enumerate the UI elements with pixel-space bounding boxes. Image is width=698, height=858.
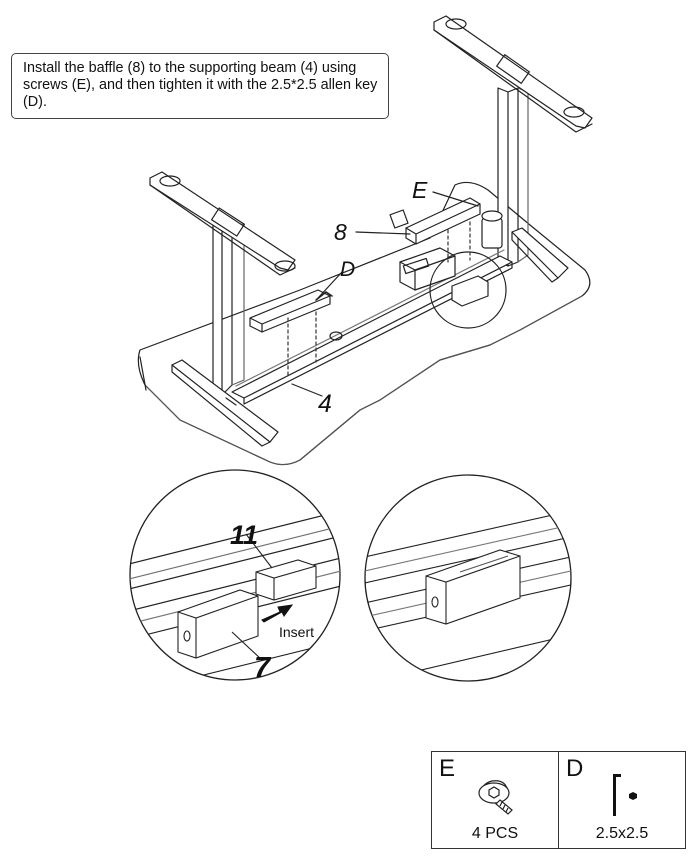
insert-arrow	[261, 604, 294, 623]
instruction-box: Install the baffle (8) to the supporting…	[11, 53, 389, 119]
callout-part-11: 11	[230, 520, 258, 550]
control-box	[399, 247, 456, 291]
callout-screw-e: E	[412, 177, 428, 203]
parts-table: E 4 PCS D 2.5x2.5	[431, 751, 686, 849]
detail-installed-circle	[364, 474, 572, 682]
left-leg	[149, 171, 296, 447]
callout-beam-4: 4	[318, 390, 332, 418]
detail-insert-circle	[129, 469, 341, 681]
part-qty-screw: 4 PCS	[471, 825, 519, 842]
allen-key-icon	[613, 774, 637, 816]
part-cell-allen-key: D 2.5x2.5	[559, 752, 685, 848]
callout-part-7: 7	[254, 652, 272, 684]
lower-baffle	[249, 289, 331, 333]
right-leg	[433, 15, 593, 283]
supporting-beam	[231, 249, 513, 405]
button-head-screw-icon	[478, 780, 513, 815]
table-top	[137, 181, 591, 466]
baffle-part	[389, 197, 481, 245]
callout-allen-key-d: D	[340, 258, 355, 281]
callout-baffle-8: 8	[334, 219, 347, 245]
instruction-text: Install the baffle (8) to the supporting…	[23, 60, 378, 110]
beam-clamp	[451, 275, 489, 307]
leader-e	[432, 191, 479, 207]
leader-8	[355, 231, 411, 235]
part-size-allen-key: 2.5x2.5	[595, 825, 649, 842]
leader-d	[317, 271, 343, 299]
part-cell-screw: E 4 PCS	[432, 752, 559, 848]
insert-label: Insert	[279, 624, 314, 640]
detail-marker-circle	[429, 251, 507, 329]
allen-key-in-view	[315, 291, 333, 301]
part-letter-e: E	[439, 755, 456, 782]
leader-4	[291, 383, 323, 397]
part-letter-d: D	[566, 755, 584, 782]
